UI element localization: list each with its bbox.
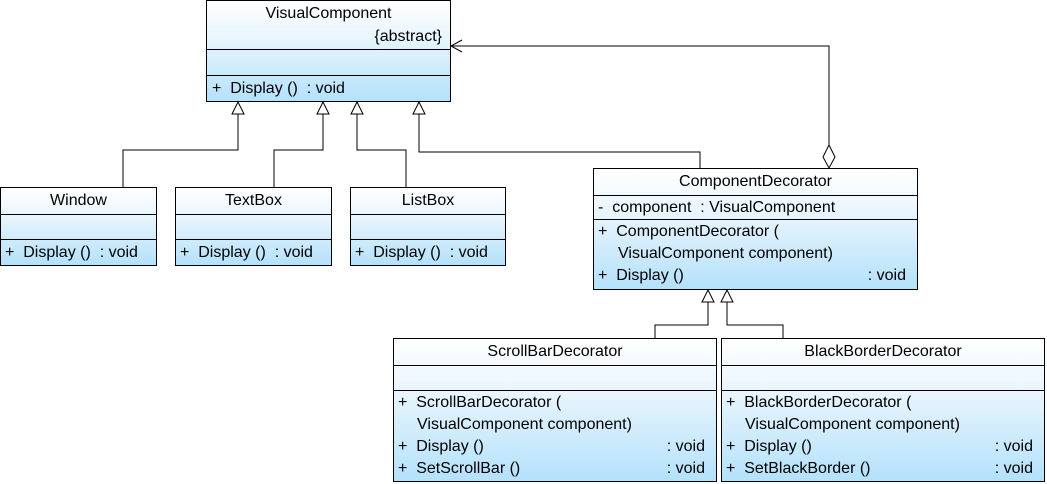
operation: + BlackBorderDecorator ( [726,394,912,411]
class-textbox: TextBox + Display () : void [175,187,332,266]
operation: + ScrollBarDecorator ( [398,394,562,411]
operation: + Display () : void [355,244,488,261]
operation: + Display () : void [212,80,345,97]
generalization-arrowhead-window [231,100,245,115]
operations-divider [722,390,1044,391]
operation: + ComponentDecorator ( [598,223,779,240]
attributes-divider [722,365,1044,366]
operation-return-type: : void [994,438,1033,455]
operations-divider [176,239,331,240]
operation-return-type: : void [994,460,1033,477]
attributes-divider [1,214,156,215]
attributes-divider [176,214,331,215]
class-blackborderdecorator: BlackBorderDecorator + BlackBorderDecora… [721,338,1045,482]
class-name: TextBox [225,192,282,209]
operation: + Display () : void [180,244,313,261]
class-name: ScrollBarDecorator [487,343,623,360]
operation-continuation: VisualComponent component) [618,245,833,262]
class-name: ComponentDecorator [679,173,832,190]
class-visualcomponent: VisualComponent {abstract} + Display () … [206,0,451,102]
generalization-blackborder [726,302,784,338]
attributes-divider [351,214,505,215]
aggregation-diamond [822,143,836,170]
generalization-listbox [356,114,407,187]
operations-divider [594,219,917,220]
operation-continuation: VisualComponent component) [417,416,632,433]
aggregation-open-arrowhead [449,39,463,53]
class-componentdecorator: ComponentDecorator - component : VisualC… [593,168,918,290]
operation: + Display () [726,438,812,455]
generalization-window [122,114,239,187]
operation-return-type: : void [666,460,705,477]
generalization-arrowhead-textbox [316,100,330,115]
generalization-arrowhead-blackborder [720,288,734,303]
operations-divider [394,390,716,391]
operations-divider [207,75,450,76]
operations-divider [351,239,505,240]
attributes-divider [594,195,917,196]
generalization-arrowhead-decorator [412,100,426,115]
operation-continuation: VisualComponent component) [745,416,960,433]
generalization-arrowhead-listbox [350,100,364,115]
attributes-divider [207,49,450,50]
class-name: Window [50,192,107,209]
stereotype: {abstract} [374,28,442,45]
generalization-scrollbar [654,302,709,338]
operations-divider [1,239,156,240]
class-window: Window + Display () : void [0,187,157,266]
class-name: VisualComponent [265,5,392,22]
operation: + Display () [598,267,684,284]
class-name: BlackBorderDecorator [804,343,962,360]
operation: + SetBlackBorder () [726,460,871,477]
operation: + Display () [398,438,484,455]
operation-return-type: : void [666,438,705,455]
class-listbox: ListBox + Display () : void [350,187,506,266]
operation-return-type: : void [867,267,906,284]
generalization-textbox [273,114,324,187]
generalization-decorator [418,114,701,168]
aggregation-line [451,45,830,152]
generalization-arrowhead-scrollbar [701,288,715,303]
operation: + Display () : void [5,244,138,261]
attributes-divider [394,365,716,366]
class-scrollbardecorator: ScrollBarDecorator + ScrollBarDecorator … [393,338,717,482]
attribute: - component : VisualComponent [598,199,836,216]
class-name: ListBox [401,192,455,209]
operation: + SetScrollBar () [398,460,521,477]
